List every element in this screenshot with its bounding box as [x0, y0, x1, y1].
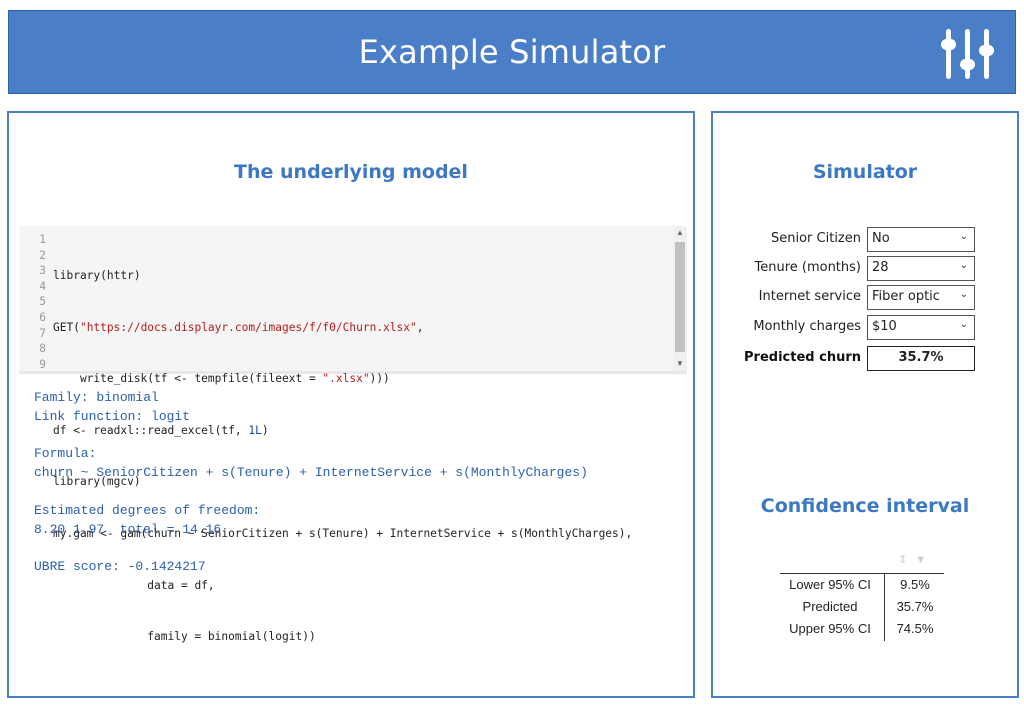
line-number-gutter: 1 2 3 4 5 6 7 8 9 — [19, 232, 49, 372]
code-line: GET("https://docs.displayr.com/images/f/… — [53, 320, 424, 334]
sort-icon[interactable]: ⇕ — [898, 554, 916, 566]
code-line: my.gam <- gam(churn ~ SeniorCitizen + s(… — [53, 526, 633, 540]
model-output: Family: binomial Link function: logit Fo… — [34, 389, 674, 577]
ci-row-value: 9.5% — [900, 577, 930, 592]
monthly-charges-select[interactable]: $10 ⌄ — [867, 315, 975, 340]
line-number: 9 — [39, 357, 46, 371]
code-line: data = df, — [53, 578, 215, 592]
internet-service-select[interactable]: Fiber optic ⌄ — [867, 285, 975, 310]
line-number: 1 — [39, 233, 46, 246]
output-line: Estimated degrees of freedom: — [34, 502, 261, 518]
filter-icon[interactable]: ▼ — [915, 554, 935, 566]
predicted-churn-value: 35.7% — [867, 346, 975, 371]
monthly-charges-row: Monthly charges $10 ⌄ — [713, 315, 1017, 340]
app-header: Example Simulator — [8, 10, 1016, 94]
scroll-up-icon[interactable]: ▲ — [676, 228, 684, 237]
code-content[interactable]: library(httr) GET("https://docs.displayr… — [53, 232, 663, 708]
code-line: write_disk(tf <- tempfile(fileext = ".xl… — [53, 372, 390, 386]
internet-service-row: Internet service Fiber optic ⌄ — [713, 285, 1017, 310]
chevron-down-icon: ⌄ — [959, 260, 968, 271]
scroll-down-icon[interactable]: ▼ — [676, 359, 684, 368]
line-number: 6 — [39, 310, 46, 324]
model-title: The underlying model — [234, 161, 468, 183]
ci-row-name: Upper 95% CI — [789, 621, 871, 636]
predicted-churn-label: Predicted churn — [744, 350, 861, 365]
output-line — [34, 539, 674, 558]
senior-citizen-value: No — [872, 231, 890, 246]
code-line: family = binomial(logit)) — [53, 630, 316, 644]
senior-citizen-label: Senior Citizen — [771, 231, 861, 246]
ci-row-name: Lower 95% CI — [789, 577, 871, 592]
output-line — [34, 427, 674, 446]
output-line: churn ~ SeniorCitizen + s(Tenure) + Inte… — [34, 465, 588, 481]
line-number: 8 — [39, 342, 46, 356]
line-number: 3 — [39, 264, 46, 278]
chevron-down-icon: ⌄ — [959, 319, 968, 330]
output-line: 8.20 1.97 total = 14.16 — [34, 521, 222, 537]
simulator-panel: Simulator Senior Citizen No ⌄ Tenure (mo… — [711, 111, 1019, 698]
output-line: Formula: — [34, 446, 97, 462]
code-line: library(httr) — [53, 269, 141, 282]
ci-row-value: 74.5% — [896, 621, 934, 636]
table-row: Upper 95% CI 74.5% — [780, 618, 944, 640]
tenure-row: Tenure (months) 28 ⌄ — [713, 256, 1017, 281]
table-header-rule — [780, 573, 944, 574]
code-editor[interactable]: 1 2 3 4 5 6 7 8 9 library(httr) GET("htt… — [19, 226, 687, 643]
internet-service-label: Internet service — [758, 289, 861, 304]
line-number: 2 — [39, 248, 46, 262]
line-number: 4 — [39, 279, 46, 293]
output-line: UBRE score: -0.1424217 — [34, 559, 206, 575]
table-column-divider — [884, 573, 885, 641]
predicted-churn-row: Predicted churn 35.7% — [713, 346, 1017, 371]
tenure-label: Tenure (months) — [754, 260, 861, 275]
code-line — [53, 681, 663, 697]
output-line: Link function: logit — [34, 408, 191, 424]
output-line: Family: binomial — [34, 390, 159, 405]
monthly-charges-label: Monthly charges — [753, 319, 861, 334]
senior-citizen-select[interactable]: No ⌄ — [867, 227, 975, 252]
output-line — [34, 483, 674, 502]
senior-citizen-row: Senior Citizen No ⌄ — [713, 227, 1017, 252]
table-row: Lower 95% CI 9.5% — [780, 574, 944, 596]
confidence-title: Confidence interval — [760, 495, 970, 517]
line-number: 7 — [39, 326, 46, 340]
chevron-down-icon: ⌄ — [959, 289, 968, 300]
ci-row-value: 35.7% — [896, 599, 934, 614]
scroll-thumb[interactable] — [675, 242, 685, 352]
line-number: 5 — [39, 295, 46, 309]
model-panel: The underlying model 1 2 3 4 5 6 7 8 9 l… — [7, 111, 695, 698]
internet-service-value: Fiber optic — [872, 289, 940, 304]
monthly-charges-value: $10 — [872, 319, 897, 334]
tenure-value: 28 — [872, 260, 889, 275]
chevron-down-icon: ⌄ — [959, 231, 968, 242]
code-line: library(mgcv) — [53, 475, 141, 489]
tenure-select[interactable]: 28 ⌄ — [867, 256, 975, 281]
app-title: Example Simulator — [358, 33, 666, 71]
table-row: Predicted 35.7% — [780, 596, 944, 618]
sliders-icon[interactable] — [939, 25, 997, 83]
editor-scrollbar[interactable]: ▲ ▼ — [673, 226, 687, 371]
code-line: df <- readxl::read_excel(tf, 1L) — [53, 423, 269, 437]
simulator-title: Simulator — [812, 161, 918, 183]
ci-row-name: Predicted — [802, 599, 858, 614]
